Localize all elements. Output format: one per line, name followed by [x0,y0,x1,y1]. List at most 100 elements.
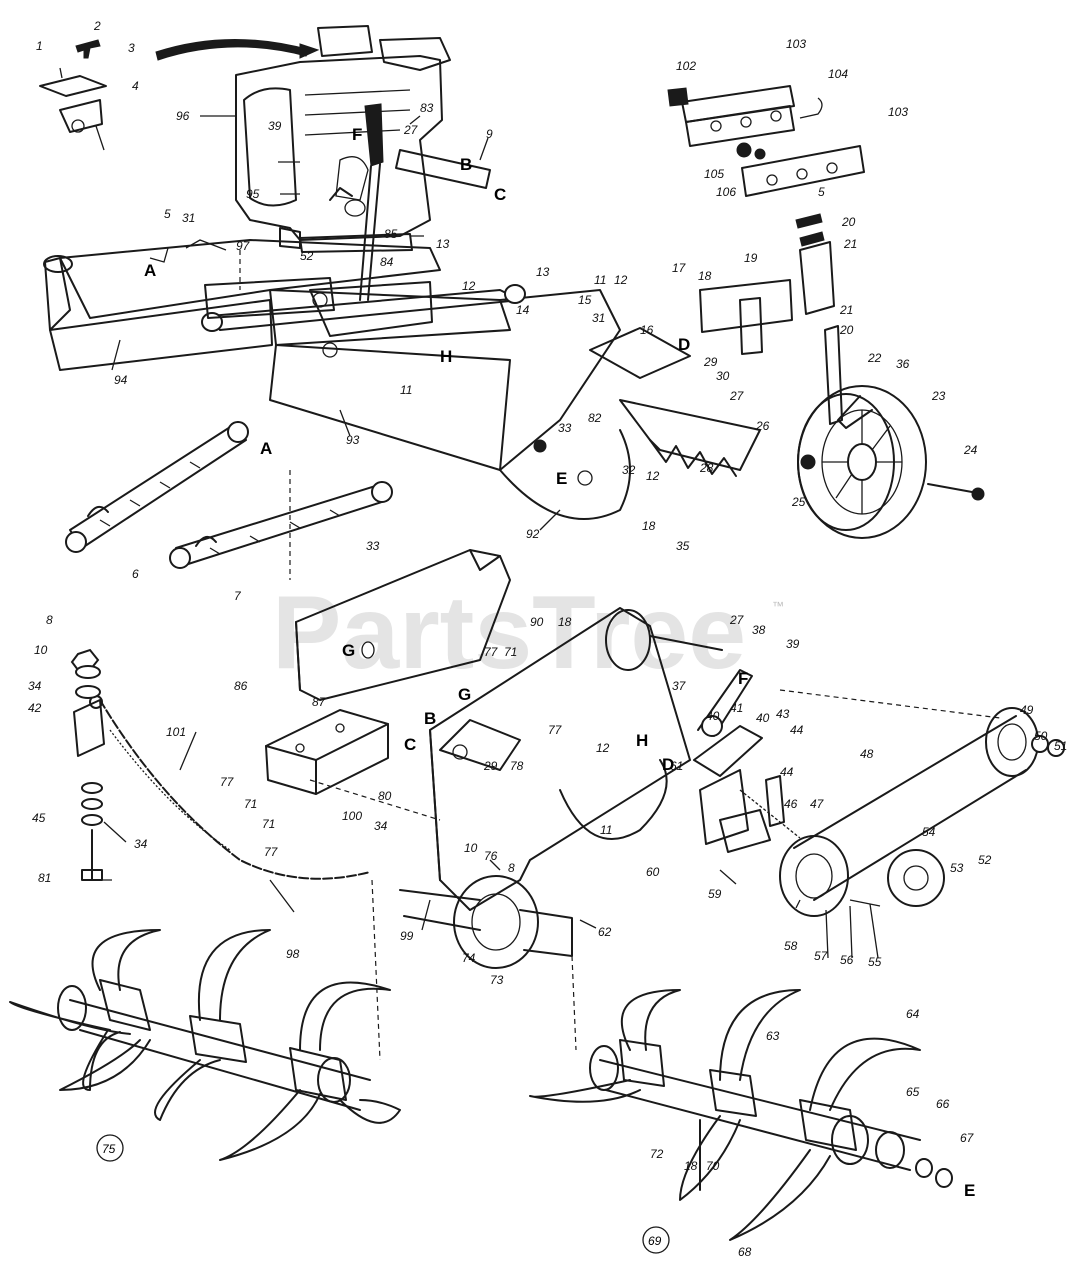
part-label: 19 [744,251,758,265]
part-label: 34 [28,679,42,693]
part-label: 105 [704,167,724,181]
part-label: 103 [786,37,806,51]
part-label: 8 [508,861,515,875]
part-label: 34 [374,819,388,833]
transmission-drawing [399,607,723,1051]
part-label: 21 [839,303,853,317]
ref-letter-a: A [144,261,156,280]
ref-letter-g: G [458,685,471,704]
part-label: 87 [312,695,327,709]
part-label: 78 [510,759,524,773]
part-label: 92 [526,527,540,541]
tines-right-drawing [529,989,953,1241]
part-label: 51 [1054,739,1067,753]
part-label: 86 [234,679,248,693]
part-label: 38 [752,623,766,637]
part-label: 42 [28,701,42,715]
part-label: 27 [729,613,745,627]
part-label: 18 [684,1159,698,1173]
part-label: 33 [558,421,572,435]
part-label: 20 [839,323,854,337]
part-label: 30 [716,369,730,383]
part-label: 71 [262,817,275,831]
ref-letter-h: H [636,731,648,750]
ref-letter-b: B [424,709,436,728]
part-label: 57 [814,949,829,963]
part-label: 66 [936,1097,950,1111]
hitch-bars-drawing [65,421,393,569]
part-label: 34 [134,837,148,851]
part-label: 73 [490,973,504,987]
part-label: 12 [596,741,610,755]
part-label: 11 [600,823,612,837]
circled-labels: 75 69 [96,1134,670,1254]
part-label: 102 [676,59,696,73]
part-label: 10 [34,643,48,657]
part-label: 22 [867,351,882,365]
part-label: 9 [486,127,493,141]
part-label: 85 [384,227,398,241]
part-label: 40 [706,709,720,723]
part-label: 29 [483,759,498,773]
part-label: 77 [548,723,563,737]
hardware-stack-drawing [70,648,105,881]
ref-letter-a: A [260,439,272,458]
part-label: 96 [176,109,190,123]
control-arm-drawing [693,669,801,853]
part-label: 37 [672,679,687,693]
ref-letter-h: H [440,347,452,366]
part-label: 99 [400,929,414,943]
part-label: 77 [264,845,279,859]
alignment-lines [239,250,1001,1061]
engine-drawing [155,25,491,253]
throttle-control-drawing [39,39,107,151]
part-label: 24 [963,443,978,457]
depth-bar-drawing [589,327,761,477]
assembly-label-75: 75 [102,1142,116,1156]
part-label: 46 [784,797,798,811]
part-label: 13 [436,237,450,251]
part-label: 39 [786,637,800,651]
part-label: 52 [300,249,314,263]
part-label: 60 [646,865,660,879]
part-label: 80 [378,789,392,803]
part-label: 56 [840,953,854,967]
part-labels: 1 2 3 4 96 39 83 27 9 95 5 31 97 52 84 8… [28,19,1067,1259]
ref-letter-c: C [404,735,416,754]
ref-letter-e: E [964,1181,975,1200]
part-label: 81 [38,871,51,885]
part-label: 4 [132,79,139,93]
part-label: 3 [128,41,135,55]
part-label: 31 [592,311,605,325]
part-label: 71 [244,797,257,811]
part-label: 45 [32,811,46,825]
part-label: 84 [380,255,394,269]
part-label: 41 [730,701,743,715]
part-label: 20 [841,215,856,229]
part-label: 100 [342,809,362,823]
part-label: 106 [716,185,736,199]
part-label: 11 [594,273,606,287]
shield-drawing [295,549,511,701]
part-label: 12 [462,279,476,293]
part-label: 44 [780,765,794,779]
part-label: 49 [1020,703,1034,717]
part-label: 67 [960,1131,975,1145]
part-label: 25 [791,495,806,509]
part-label: 8 [46,613,53,627]
control-lever-drawing [329,103,384,301]
part-label: 44 [790,723,804,737]
part-label: 65 [906,1085,920,1099]
leader-lines [92,115,879,959]
part-label: 1 [36,39,43,53]
part-label: 76 [484,849,498,863]
part-label: 16 [640,323,654,337]
ref-letter-f: F [352,125,362,144]
ref-letter-g: G [342,641,355,660]
frame-hood-drawing [43,239,631,520]
part-label: 68 [738,1245,752,1259]
part-label: 55 [868,955,882,969]
part-label: 18 [698,269,712,283]
part-label: 17 [672,261,687,275]
